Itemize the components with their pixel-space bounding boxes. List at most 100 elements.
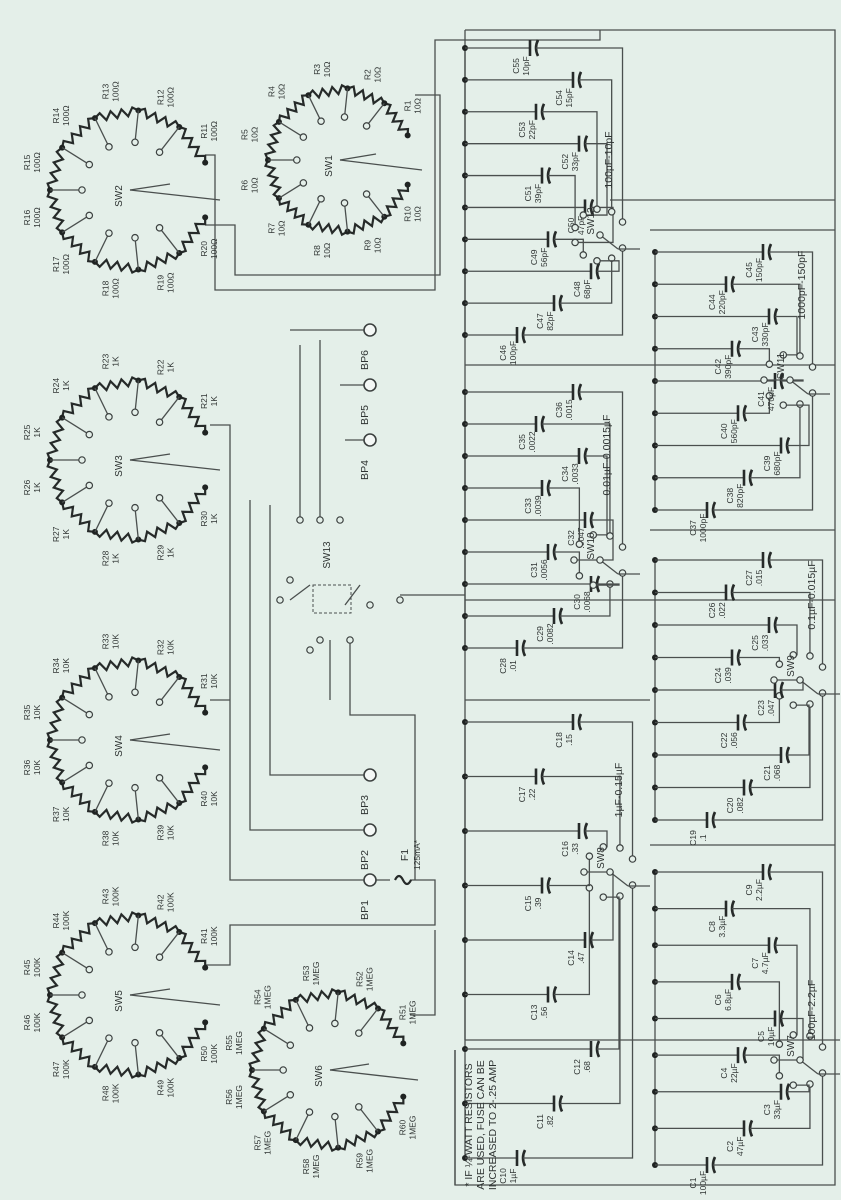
resistor-ref-label: R57 [252,1135,262,1151]
resistor-ref-label: R40 [199,791,209,807]
switch-wiper [599,559,619,575]
switch-contact [305,1108,314,1116]
capacitor-wire [774,1017,804,1061]
capacitor-ref-label: C1 [688,1177,698,1188]
switch-contact [796,1056,804,1064]
capacitor-ref-label: C31 [529,562,539,578]
switch-tap-wire [94,1037,110,1068]
resistor-ref-label: R39 [155,825,165,841]
resistor-r29 [138,521,181,543]
capacitor-value-label: 82pF [545,311,555,330]
resistor-ref-label: R56 [224,1089,234,1105]
resistor-value-label: 100Ω [111,278,121,299]
switch-contact [355,1029,363,1037]
binding-post-terminal [363,323,377,337]
resistor-value-label: 10Ω [276,220,286,236]
capacitor-ref-label: C7 [750,958,760,969]
switch-contact [789,651,798,659]
switch-common-wire [129,189,221,201]
switch-label: SW5 [114,990,125,1012]
resistor-ref-label: R51 [397,1004,407,1020]
resistor-r47 [61,1037,96,1068]
resistor-value-label: 1MEG [262,985,272,1009]
junction-dot [202,764,209,771]
resistor-r6 [264,159,283,200]
capacitor-value-label: .0082 [545,623,555,645]
capacitor-value-label: 47pF [576,216,586,235]
junction-dot [400,1093,407,1100]
capacitor-wire [579,391,624,547]
switch-tap-wire [134,507,140,540]
resistor-ref-label: R26 [22,479,32,495]
resistor-value-label: 10Ω [322,243,332,259]
switch-contact [340,199,349,207]
resistor-value-label: 10K [209,673,219,688]
capacitor-ref-label: C51 [523,185,533,201]
resistor-value-label: 10K [165,639,175,654]
switch-tap-wire [94,387,110,418]
capacitor-value-label: 100µF [698,1171,708,1195]
capacitor-ref-label: C50 [566,217,576,233]
resistor-value-label: 1MEG [365,1149,375,1173]
resistor-value-label: 1K [209,513,219,524]
resistor-ref-label: R21 [199,393,209,409]
resistor-r20 [178,217,207,255]
switch-contact [131,408,139,417]
resistor-ref-label: R10 [402,206,412,222]
junction-dot [202,709,209,716]
switch-tap-wire [61,484,90,503]
switch-contact [789,701,798,709]
resistor-r11 [178,125,207,163]
wire [205,879,436,966]
capacitor-ref-label: C13 [529,1004,539,1020]
resistor-r36 [46,739,65,784]
resistor-ref-label: R5 [240,129,250,140]
capacitor-ref-label: C45 [744,262,754,278]
capacitor-ref-label: C21 [762,765,772,781]
capacitor-value-label: .82 [545,1115,555,1127]
capacitor-ref-label: C22 [719,732,729,748]
switch-contact [596,556,604,564]
resistor-ref-label: R43 [101,888,111,904]
capacitor-wire [548,856,591,887]
resistor-value-label: 100K [61,1059,71,1079]
resistor-r37 [61,782,96,813]
resistor-r54 [262,998,296,1029]
capacitor-value-label: .1 [698,834,708,841]
capacitor-value-label: .0022 [527,431,537,453]
binding-post-label: BP4 [359,460,371,480]
capacitor-wire [554,887,591,996]
switch-contact [155,494,164,502]
switch-contact [606,868,614,876]
resistor-ref-label: R28 [101,550,111,566]
resistor-ref-label: R35 [22,704,32,720]
resistor-value-label: 1K [61,380,71,391]
resistor-value-label: 10Ω [412,206,422,222]
capacitor-value-label: .0068 [582,591,592,613]
capacitor-ref-label: C49 [529,249,539,265]
capacitor-wire [548,174,576,228]
switch-contact [599,893,608,901]
switch-contact [155,774,164,782]
resistor-r45 [46,951,65,996]
resistor-ref-label: R1 [402,100,412,111]
switch-tap-wire [278,182,304,199]
resistor-ref-label: R58 [301,1158,311,1174]
switch-contact [105,143,113,151]
capacitor-value-label: .047 [766,699,776,716]
switch-tap-wire [159,126,180,153]
switch-linkage [312,584,352,614]
capacitor-value-label: .068 [772,764,782,781]
switch-contact [155,953,164,961]
capacitor-wire [744,1054,781,1076]
switch-common-wire [129,994,221,1006]
switch-contact [316,516,324,524]
binding-post-bp1: BP1 [359,873,377,920]
switch-tap-wire [94,502,110,533]
switch-contact [317,117,325,125]
switch-contact [806,652,814,660]
capacitor-ref-label: C30 [572,594,582,610]
